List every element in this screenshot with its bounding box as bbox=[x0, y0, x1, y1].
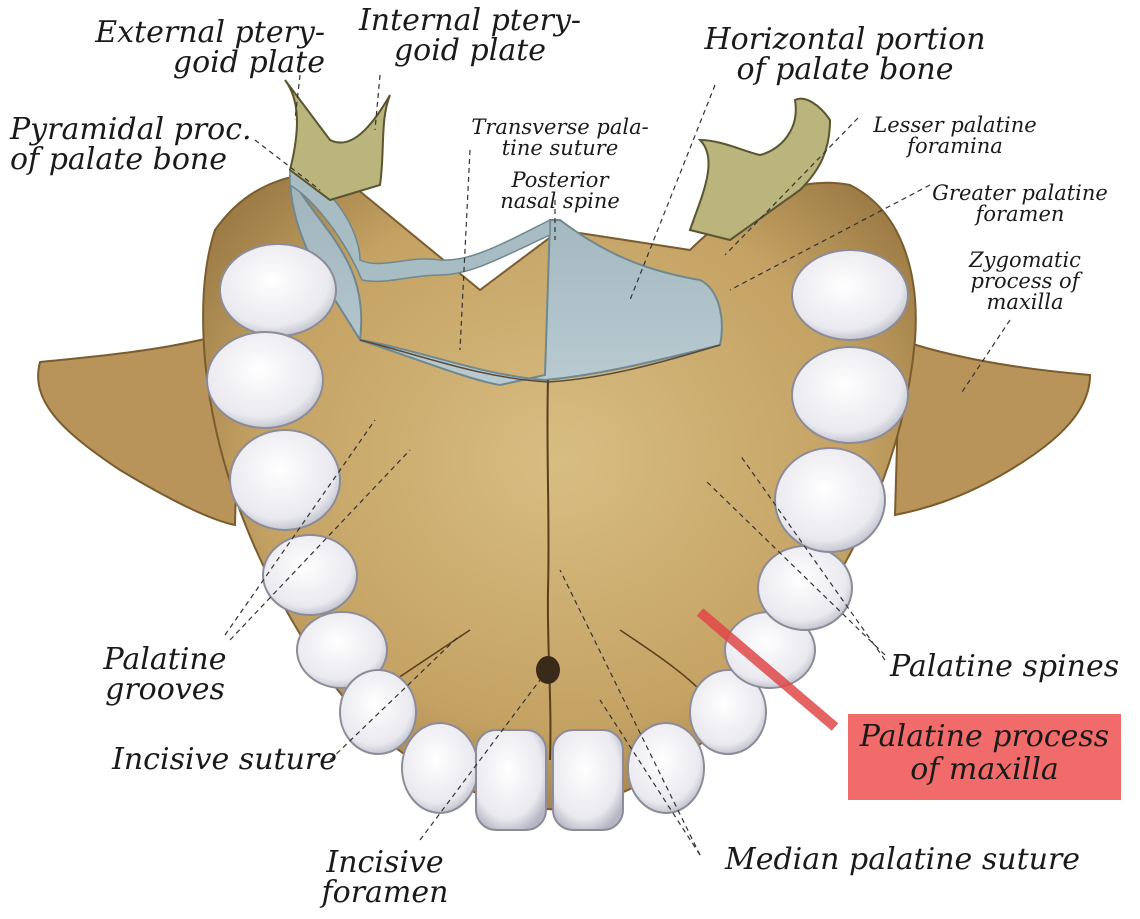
label-median-palatine-suture: Median palatine suture bbox=[725, 845, 1105, 875]
tooth-premolar-right-2 bbox=[758, 546, 852, 630]
label-external-pterygoid: External ptery- goid plate bbox=[85, 18, 325, 78]
label-incisive-foramen: Incisive foramen bbox=[300, 848, 470, 908]
tooth-molar-left-1 bbox=[220, 244, 336, 336]
tooth-incisor-right-lat bbox=[628, 723, 704, 813]
tooth-premolar-left-1 bbox=[263, 535, 357, 615]
tooth-molar-left-3 bbox=[230, 430, 340, 530]
tooth-molar-right-1 bbox=[775, 448, 885, 552]
label-internal-pterygoid: Internal ptery- goid plate bbox=[345, 6, 595, 66]
tooth-incisor-right-central bbox=[553, 730, 623, 830]
zygomatic-process-right bbox=[895, 340, 1090, 515]
tooth-incisor-left-lat bbox=[402, 723, 478, 813]
label-pyramidal-process: Pyramidal proc. of palate bone bbox=[10, 115, 260, 175]
label-palatine-grooves: Palatine grooves bbox=[85, 645, 245, 705]
label-posterior-nasal-spine: Posterior nasal spine bbox=[465, 170, 655, 212]
tooth-incisor-left-central bbox=[476, 730, 546, 830]
label-transverse-suture: Transverse pala- tine suture bbox=[450, 117, 670, 159]
label-lesser-palatine-foramina: Lesser palatine foramina bbox=[850, 115, 1060, 157]
label-zygomatic-process: Zygomatic process of maxilla bbox=[935, 250, 1115, 313]
tooth-canine-left bbox=[340, 670, 416, 754]
tooth-molar-right-3 bbox=[792, 250, 908, 340]
tooth-molar-right-2 bbox=[792, 347, 908, 443]
label-horizontal-portion: Horizontal portion of palate bone bbox=[690, 25, 1000, 85]
label-incisive-suture: Incisive suture bbox=[112, 745, 342, 775]
tooth-molar-left-2 bbox=[207, 332, 323, 428]
label-palatine-process-maxilla: Palatine process of maxilla bbox=[848, 720, 1121, 786]
label-palatine-spines: Palatine spines bbox=[890, 652, 1130, 682]
label-greater-palatine-foramen: Greater palatine foramen bbox=[915, 183, 1125, 225]
